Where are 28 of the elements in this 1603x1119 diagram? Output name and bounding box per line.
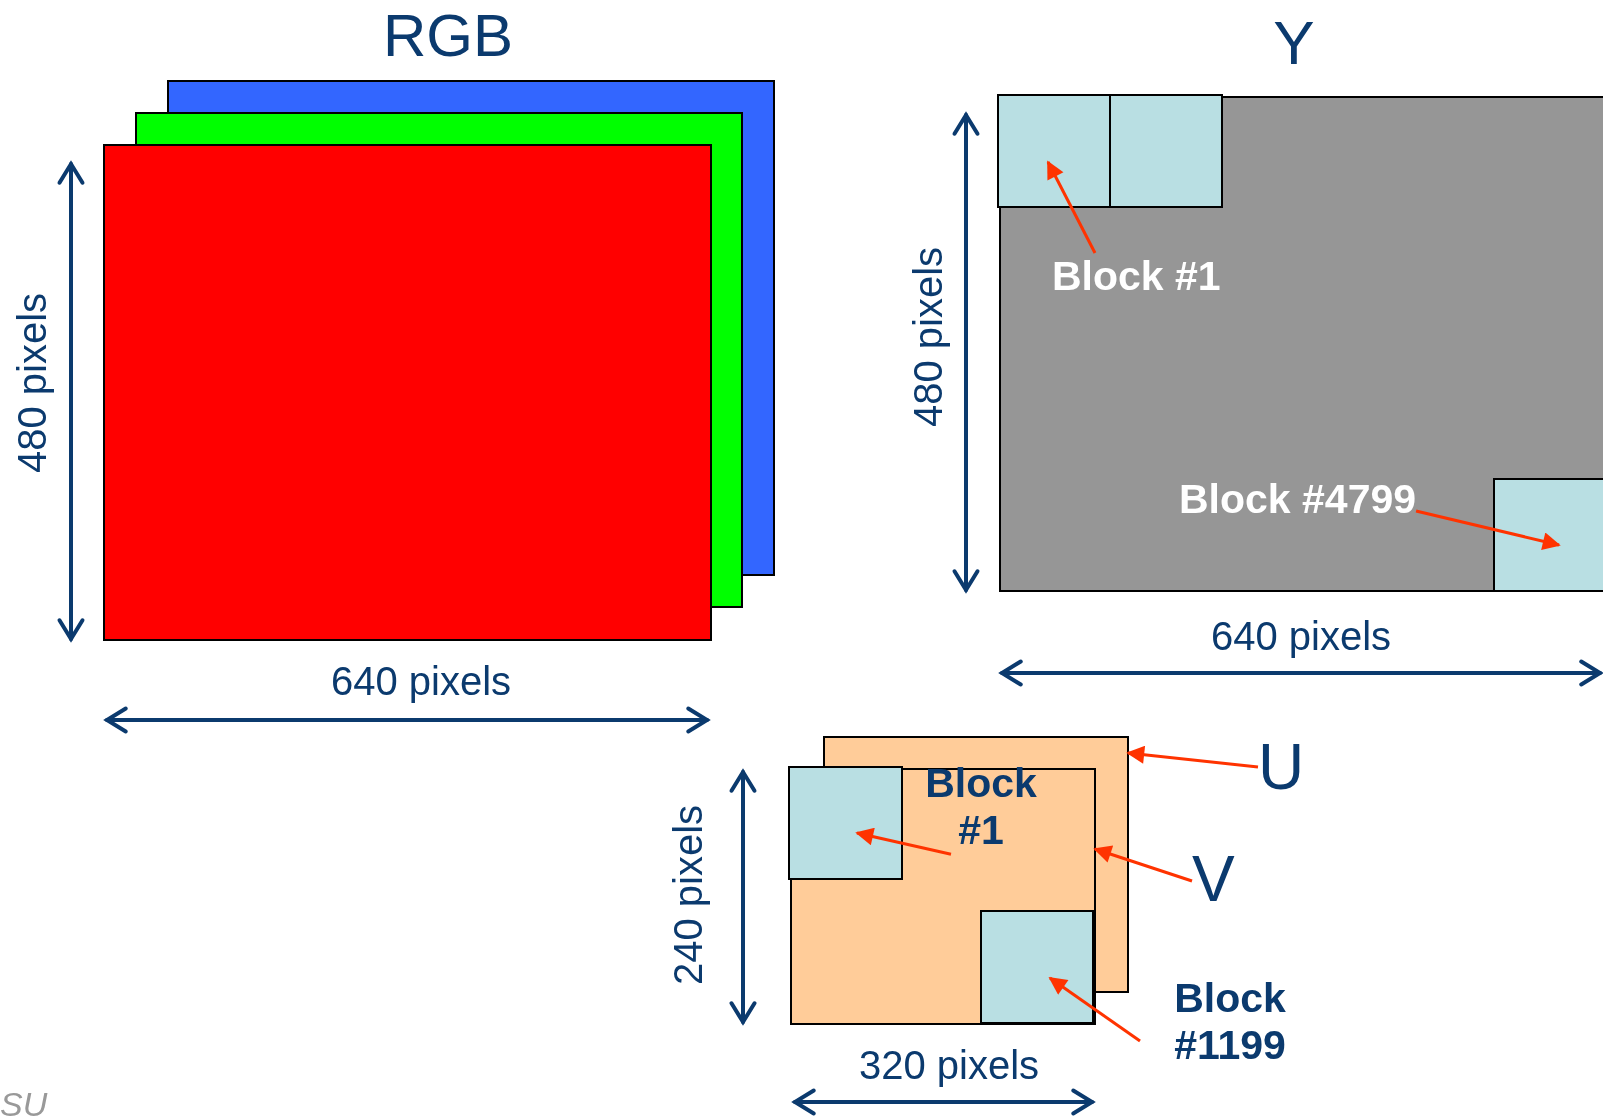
leader-arrow (1415, 509, 1561, 550)
plane-label: V (1192, 843, 1235, 917)
leader-arrow (1048, 976, 1141, 1043)
plane-label: Y (1272, 12, 1316, 74)
dimension-label: 480 pixels (908, 246, 948, 428)
dimension-label: 240 pixels (668, 804, 708, 986)
pixel-block (788, 766, 903, 880)
block-label: Block #1 (906, 760, 1056, 855)
block-label: Block #4799 (1179, 476, 1417, 524)
leader-arrow (1046, 160, 1097, 254)
block-label: Block #1199 (1140, 975, 1320, 1070)
dimension-label: 640 pixels (1210, 616, 1392, 656)
leader-arrow (1093, 845, 1193, 883)
image-plane (790, 768, 1096, 1025)
dimension-label: 640 pixels (330, 661, 512, 701)
title-label: RGB (383, 6, 513, 66)
pixel-block (1109, 94, 1223, 208)
footer-text: SU (0, 1087, 48, 1119)
plane-label: U (1258, 731, 1305, 805)
color-plane (103, 144, 712, 641)
leader-arrow (855, 827, 952, 856)
pixel-block (1493, 478, 1603, 592)
pixel-block (997, 94, 1111, 208)
dimension-label: 480 pixels (12, 292, 52, 474)
pixel-block (980, 910, 1094, 1024)
block-label: Block #1 (1052, 253, 1221, 301)
leader-arrow (1126, 745, 1259, 769)
dimension-label: 320 pixels (858, 1045, 1040, 1085)
